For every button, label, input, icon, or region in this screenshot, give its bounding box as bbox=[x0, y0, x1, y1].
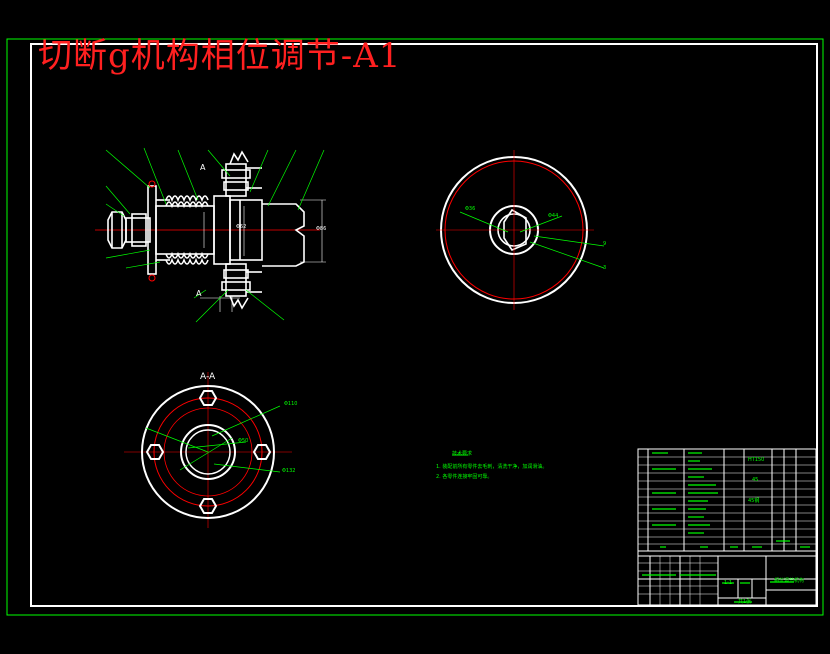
callout-3: 3 bbox=[603, 265, 607, 271]
leader-lines bbox=[105, 147, 325, 323]
front-disc-leaders bbox=[459, 211, 605, 269]
parts-list-rows bbox=[638, 456, 816, 605]
section-label: A-A bbox=[200, 372, 216, 382]
aa-section-view bbox=[124, 372, 292, 528]
tech-note-2: 2. 各零件连接牢固可靠。 bbox=[436, 474, 493, 480]
table-qty-a: 45 bbox=[752, 477, 759, 483]
outer-frame bbox=[6, 38, 824, 616]
callout-9: 9 bbox=[603, 241, 607, 247]
red-markers bbox=[148, 180, 156, 282]
side-section-view bbox=[95, 150, 326, 312]
dim-front-left: Φ36 bbox=[465, 206, 476, 212]
table-scale: 1:1 bbox=[724, 580, 733, 586]
view-marker-bottom: A bbox=[196, 289, 202, 298]
inner-border bbox=[30, 43, 818, 607]
dim-side-big: Φ86 bbox=[316, 226, 327, 232]
dim-front-right: Φ44 bbox=[548, 213, 559, 219]
title-block bbox=[637, 448, 817, 606]
table-material: HT150 bbox=[748, 457, 765, 463]
aa-section-leaders bbox=[145, 405, 281, 473]
dim-sec-mid: Φ50 bbox=[238, 438, 249, 444]
table-qty-b: 45钢 bbox=[748, 498, 760, 504]
dim-side-small: Φ62 bbox=[236, 224, 247, 230]
drawing-title: 切断g机构相位调节-A1 bbox=[38, 36, 402, 76]
parts-list-entries bbox=[642, 452, 810, 603]
table-footer-name: 相位调节机构 bbox=[774, 578, 805, 584]
table-sheet: 共1张 bbox=[738, 599, 752, 605]
tech-note-1: 1. 装配前所有零件去毛刺，清洗干净，加润滑油。 bbox=[436, 464, 548, 470]
front-disc-view bbox=[436, 150, 594, 310]
tech-notes-title: 技术要求 bbox=[452, 451, 473, 457]
dim-sec-top: Φ110 bbox=[284, 401, 298, 407]
dim-sec-bot: Φ132 bbox=[282, 468, 296, 474]
view-marker-top: A bbox=[200, 163, 206, 172]
